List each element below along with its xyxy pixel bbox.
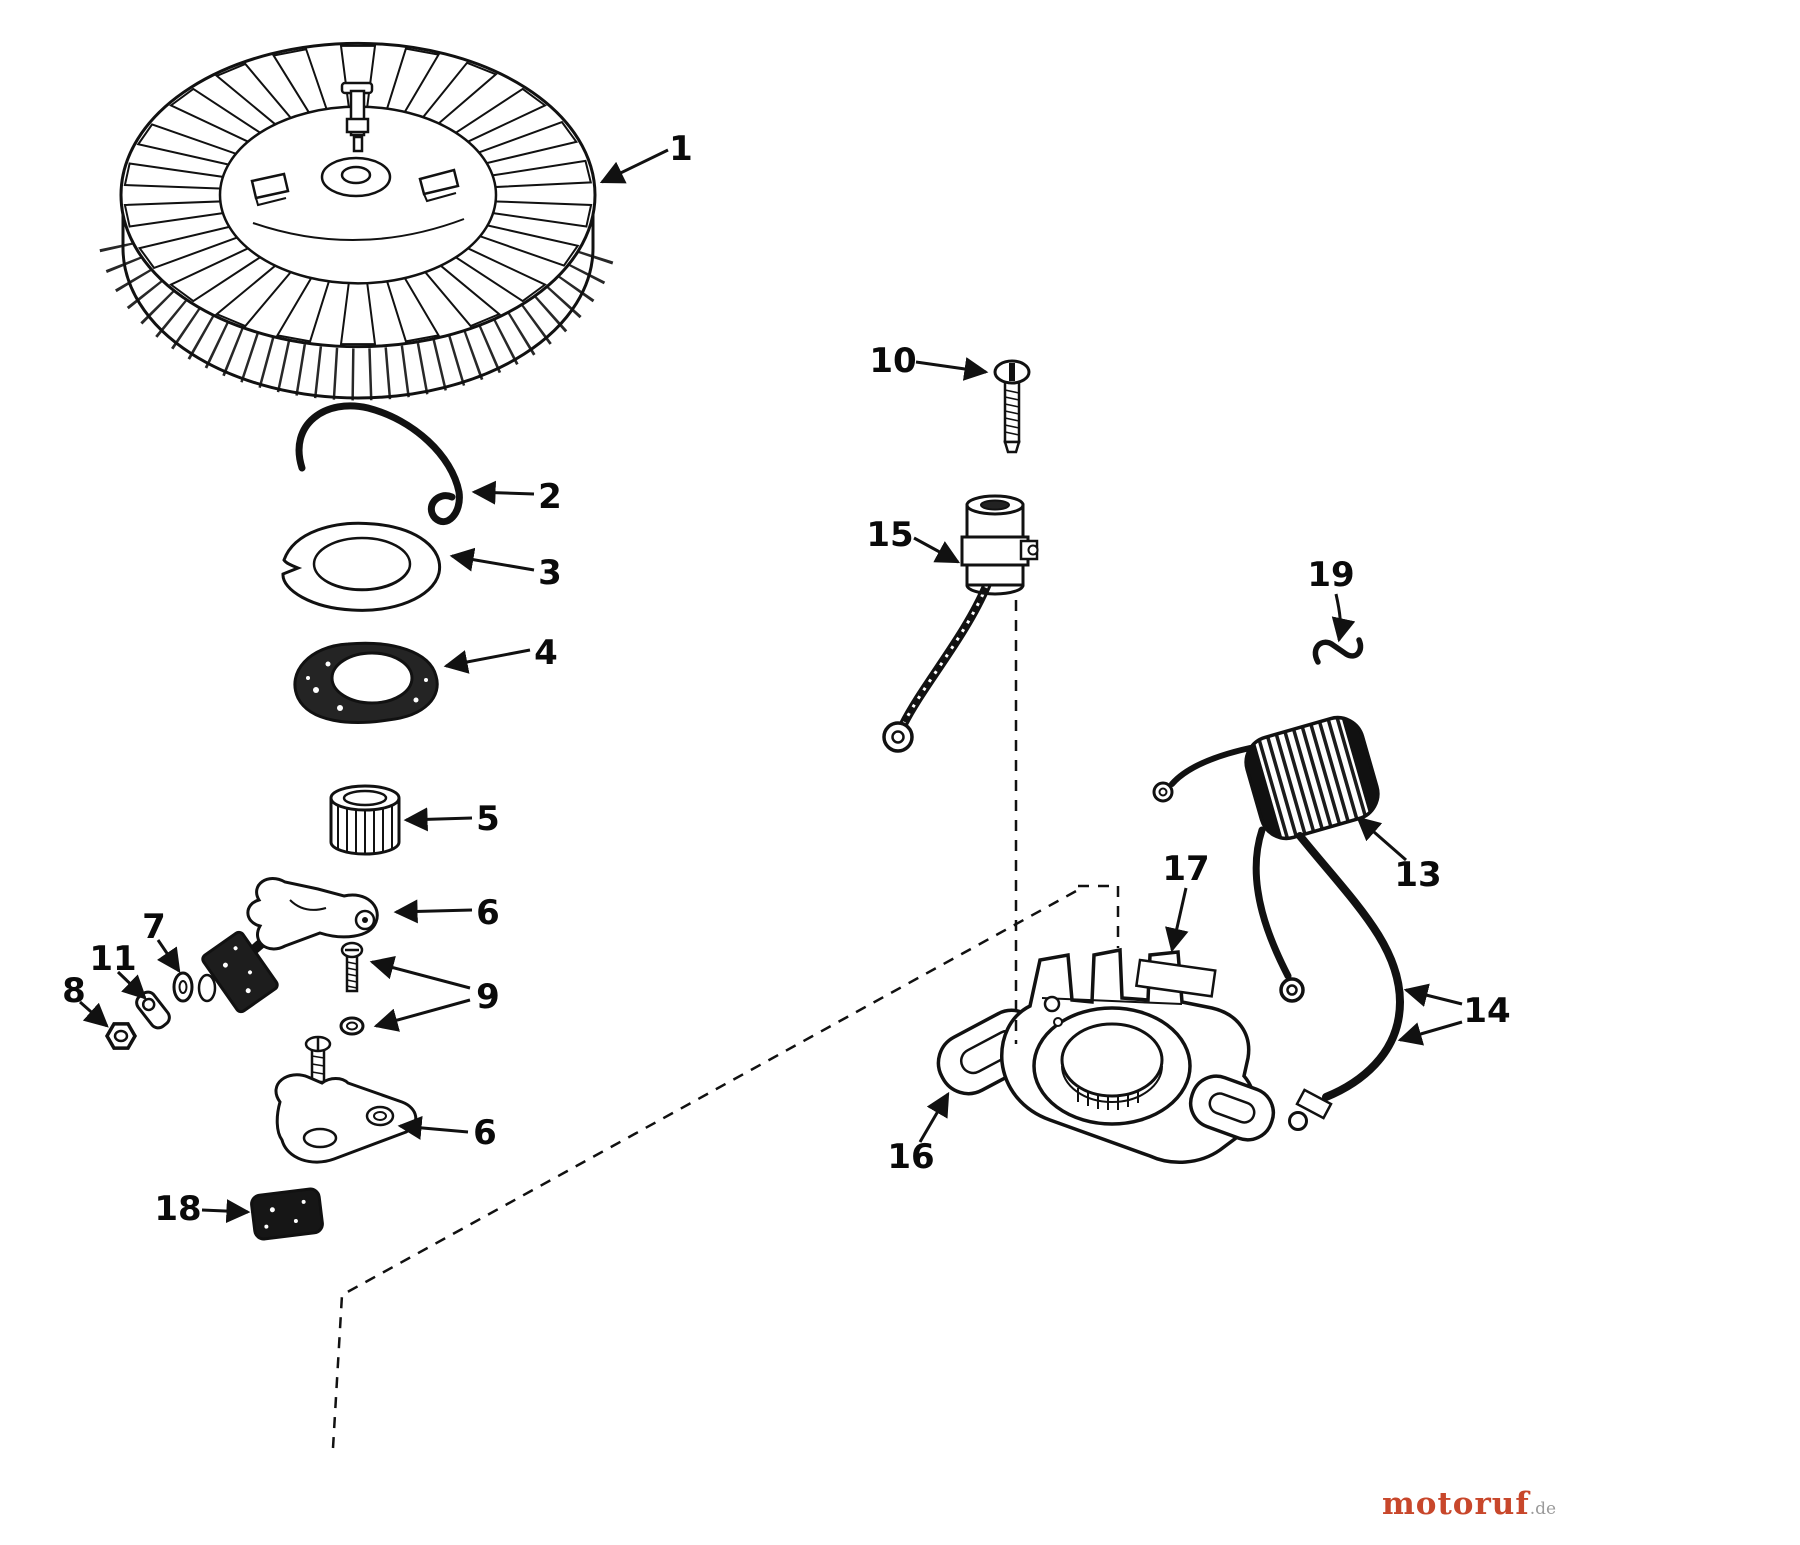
pivot-screw (340, 941, 364, 993)
callout-14: 14 (1463, 991, 1510, 1031)
callout-leader-lines (79, 148, 1463, 1224)
alignment-dashed-lines (331, 600, 1120, 1449)
washer (172, 971, 194, 1003)
terminal-clip (135, 990, 171, 1030)
callout-1: 1 (669, 129, 693, 169)
flywheel (99, 43, 617, 401)
leader-11 (116, 970, 147, 1000)
condenser-screw (993, 359, 1031, 454)
callout-7: 7 (142, 907, 166, 947)
callout-8: 8 (62, 971, 86, 1011)
wire-clip (1312, 637, 1364, 665)
leader-13 (1356, 816, 1407, 862)
leader-17 (1165, 887, 1189, 953)
coil-wires (1152, 745, 1405, 1131)
leader-9b (373, 998, 471, 1032)
callout-6-plate: 6 (473, 1113, 497, 1153)
lock-nut (339, 1016, 365, 1036)
leader-4 (443, 648, 531, 674)
leader-9a (369, 955, 471, 990)
hex-nut (104, 1022, 138, 1050)
leader-16 (918, 1091, 950, 1143)
callout-labels: 1 2 3 4 5 6 7 8 9 10 11 13 14 15 16 17 1… (62, 129, 1511, 1229)
callout-11: 11 (89, 939, 136, 979)
breaker-points (197, 930, 279, 1014)
callout-3: 3 (538, 553, 562, 593)
dust-cover (281, 521, 442, 612)
callout-13: 13 (1394, 855, 1441, 895)
gasket (293, 641, 439, 724)
leader-1 (599, 148, 669, 184)
leader-10 (915, 357, 989, 381)
leader-6a (393, 899, 473, 924)
callout-4: 4 (534, 633, 558, 673)
watermark: motoruf.de (1382, 1486, 1556, 1522)
callout-15: 15 (866, 515, 913, 555)
leader-5 (403, 807, 473, 832)
rubber-mount (250, 1187, 324, 1241)
callout-17: 17 (1162, 849, 1209, 889)
leader-14a (1403, 983, 1463, 1007)
callout-2: 2 (538, 477, 562, 517)
mounting-plate (274, 1035, 418, 1164)
stator-plate (936, 947, 1276, 1164)
callout-10: 10 (869, 341, 916, 381)
callout-5: 5 (476, 799, 500, 839)
leader-3 (449, 547, 535, 572)
bearing-cage (329, 784, 401, 856)
callout-6-cam: 6 (476, 893, 500, 933)
leader-15 (913, 536, 961, 564)
callout-16: 16 (887, 1137, 934, 1177)
callout-9: 9 (476, 977, 500, 1017)
callout-19: 19 (1307, 555, 1354, 595)
ignition-coil (1239, 711, 1385, 845)
watermark-tld: .de (1529, 1499, 1557, 1519)
callout-18: 18 (154, 1189, 201, 1229)
condenser (882, 494, 1039, 753)
leader-8 (79, 1000, 109, 1028)
spring-clip (295, 402, 463, 525)
leader-19 (1331, 593, 1356, 643)
leader-14b (1397, 1020, 1463, 1046)
leader-7 (156, 939, 181, 973)
leader-2 (471, 480, 535, 505)
leader-18 (201, 1199, 251, 1224)
watermark-brand: motoruf (1382, 1486, 1530, 1522)
leader-6b (397, 1115, 469, 1140)
